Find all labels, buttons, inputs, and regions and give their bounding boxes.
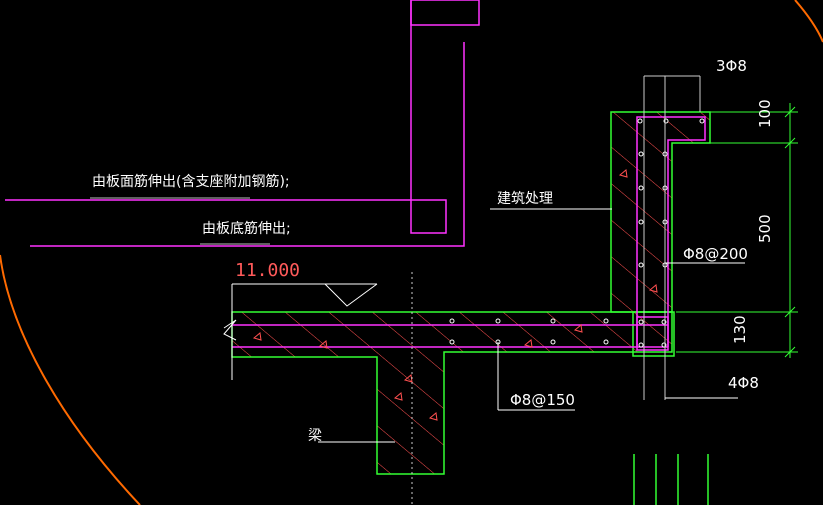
upturn-bottom-block [632,311,675,357]
lower-green-lines [633,454,709,505]
dim-100: 100 [756,99,774,128]
elevation-label: 11.000 [235,260,300,281]
upper-wall-outline [5,0,480,247]
rebar-slab-label: Φ8@150 [510,391,575,409]
boundary-curve-left [0,254,141,505]
dimension-lines [676,103,798,358]
slab-and-beam [231,311,673,475]
leader-lines [90,197,745,443]
boundary-curve-right [794,0,823,43]
rebar-bottom-label: 4Φ8 [728,374,759,392]
rebar-wall-label: Φ8@200 [683,245,748,263]
rebar-top-label: 3Φ8 [716,57,747,75]
elevation-marker [223,283,378,380]
rebar-dots [449,118,705,348]
arch-note: 建筑处理 [497,191,553,207]
aggregate-marks [252,169,658,421]
dim-130: 130 [731,315,749,344]
rebar-lines [232,116,706,351]
concrete-section [231,111,711,475]
grid-lines [411,75,701,505]
top-bar-note: 由板面筋伸出(含支座附加钢筋); [92,173,290,190]
bottom-bar-note: 由板底筋伸出; [202,220,291,237]
dim-500: 500 [756,214,774,243]
parapet-upturn [610,111,711,313]
beam-label: 梁 [308,428,322,444]
